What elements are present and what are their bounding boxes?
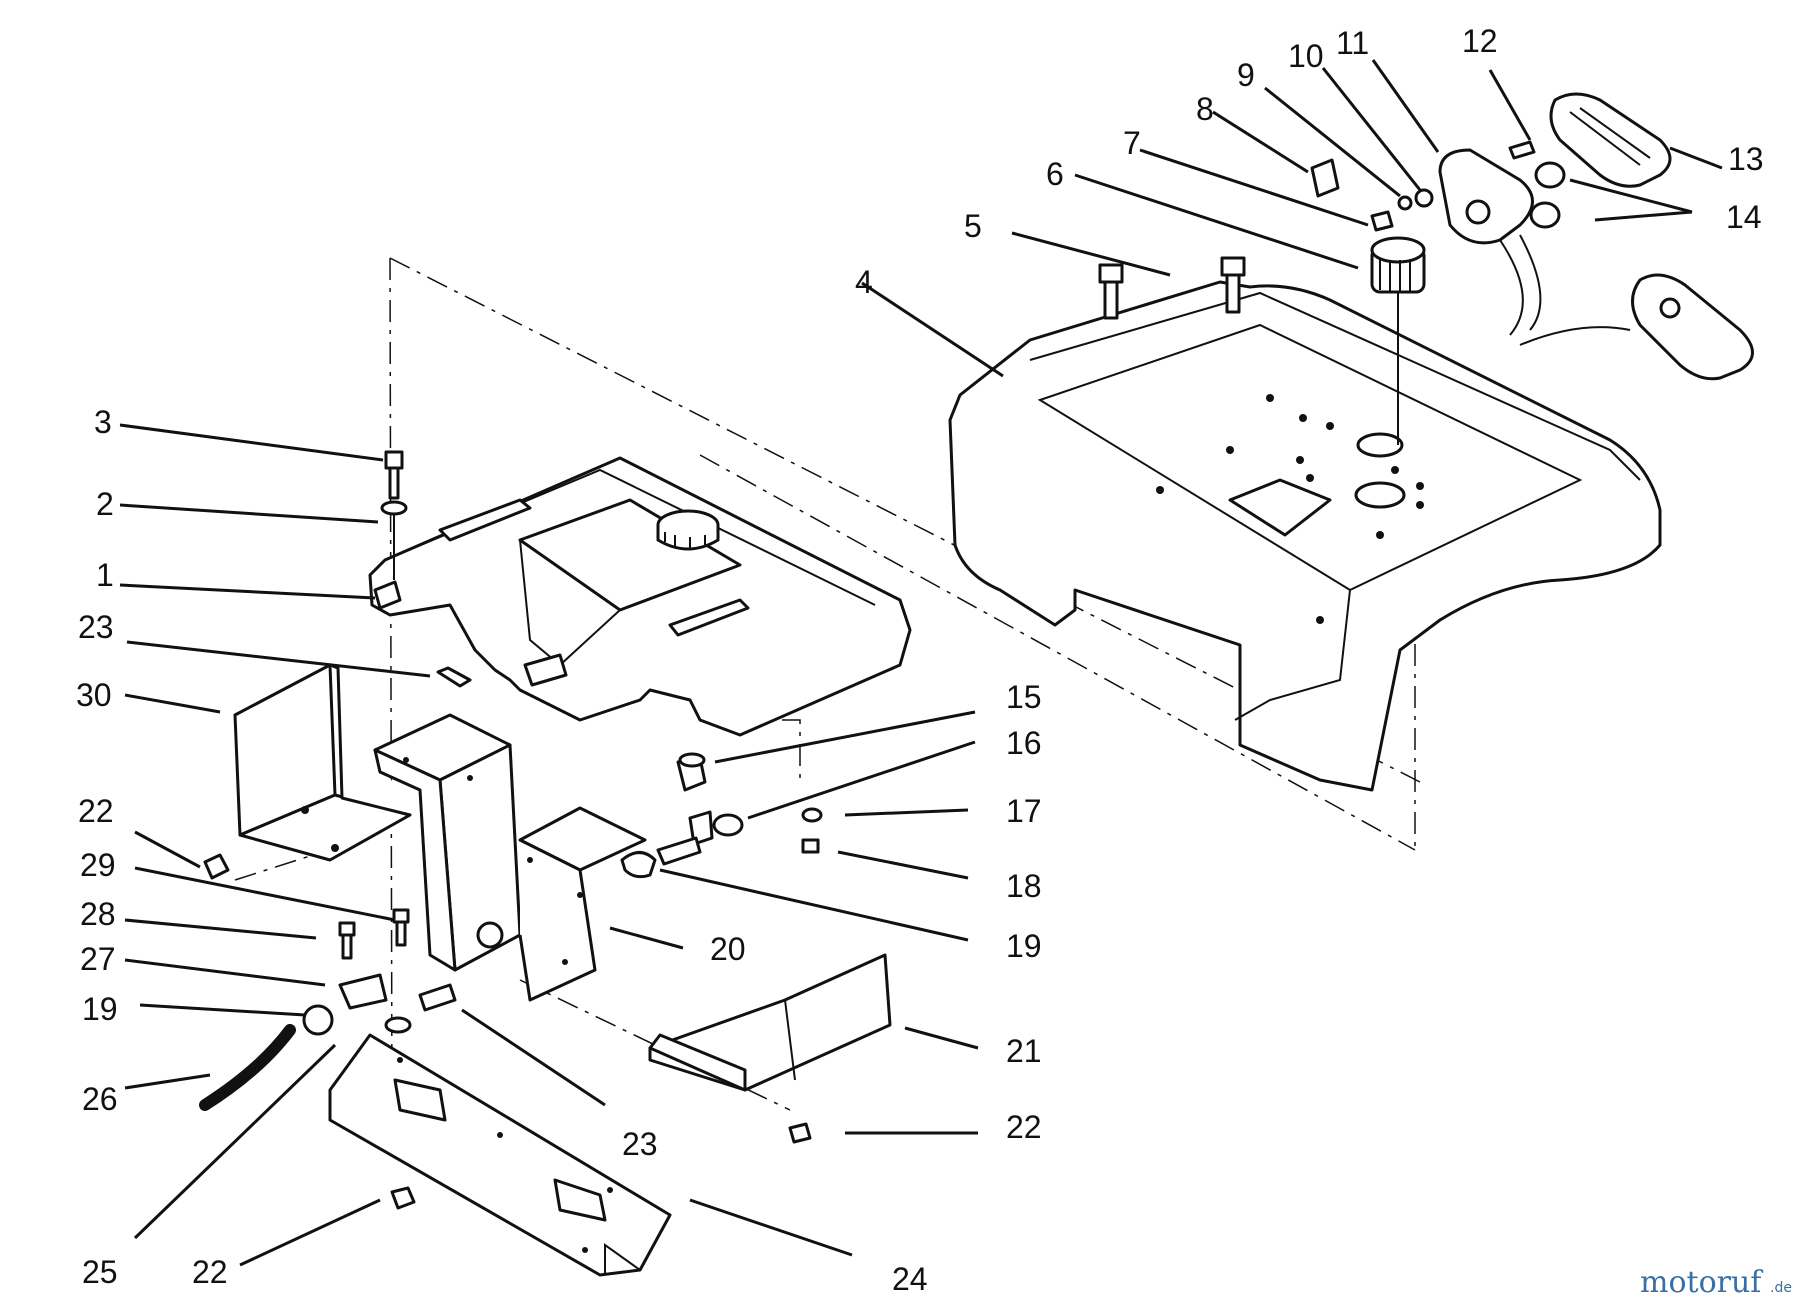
callout-22-left: 22 [78, 793, 114, 829]
callout-11: 11 [1336, 25, 1369, 61]
callout-23-top: 23 [78, 609, 114, 645]
callout-8: 8 [1196, 91, 1214, 127]
callout-15: 15 [1006, 679, 1042, 715]
base-plate-24 [328, 1033, 672, 1277]
callout-14: 14 [1726, 199, 1762, 235]
watermark-brand: motoruf [1640, 1265, 1763, 1300]
callout-9: 9 [1237, 57, 1255, 93]
callout-5: 5 [964, 208, 982, 244]
small-hardware [1310, 140, 1536, 232]
callout-22-bottom: 22 [192, 1254, 228, 1290]
callout-30: 30 [76, 677, 112, 713]
alignment-lines [234, 257, 1421, 1121]
callout-labels: 1 2 3 4 5 6 7 8 9 10 11 12 13 14 15 16 1… [76, 23, 1764, 1297]
callout-12: 12 [1462, 23, 1498, 59]
fuel-cap [1370, 236, 1426, 445]
callout-13: 13 [1728, 141, 1764, 177]
fender-mounting-holes [1156, 394, 1424, 624]
callout-2: 2 [96, 486, 114, 522]
callout-1: 1 [96, 557, 114, 593]
fender-panel [948, 256, 1662, 792]
callout-26: 26 [82, 1081, 118, 1117]
callout-17: 17 [1006, 793, 1042, 829]
callout-3: 3 [94, 404, 112, 440]
watermark-logo: motoruf .de [1640, 1265, 1792, 1300]
callout-19-left: 19 [82, 991, 118, 1027]
callout-21: 21 [1006, 1033, 1042, 1069]
callout-23-bottom: 23 [622, 1126, 658, 1162]
bracket-21 [648, 953, 892, 1092]
fuel-tank [368, 456, 912, 737]
callout-7: 7 [1123, 125, 1141, 161]
callout-29: 29 [80, 847, 116, 883]
leader-lines [119, 59, 1723, 1267]
fuel-valve-fittings [620, 752, 823, 879]
callout-19-right: 19 [1006, 928, 1042, 964]
callout-4: 4 [855, 264, 873, 300]
left-fasteners [199, 450, 812, 1210]
callout-18: 18 [1006, 868, 1042, 904]
callout-10: 10 [1288, 38, 1324, 74]
tail-light-assembly [1438, 92, 1754, 381]
callout-6: 6 [1046, 156, 1064, 192]
fender-bolts [1098, 256, 1246, 320]
callout-28: 28 [80, 896, 116, 932]
callout-22-right: 22 [1006, 1109, 1042, 1145]
callout-20: 20 [710, 931, 746, 967]
callout-24: 24 [892, 1261, 928, 1297]
callout-16: 16 [1006, 725, 1042, 761]
callout-27: 27 [80, 941, 116, 977]
callout-25: 25 [82, 1254, 118, 1290]
watermark-tld: .de [1770, 1280, 1792, 1296]
bracket-20 [373, 713, 647, 1002]
